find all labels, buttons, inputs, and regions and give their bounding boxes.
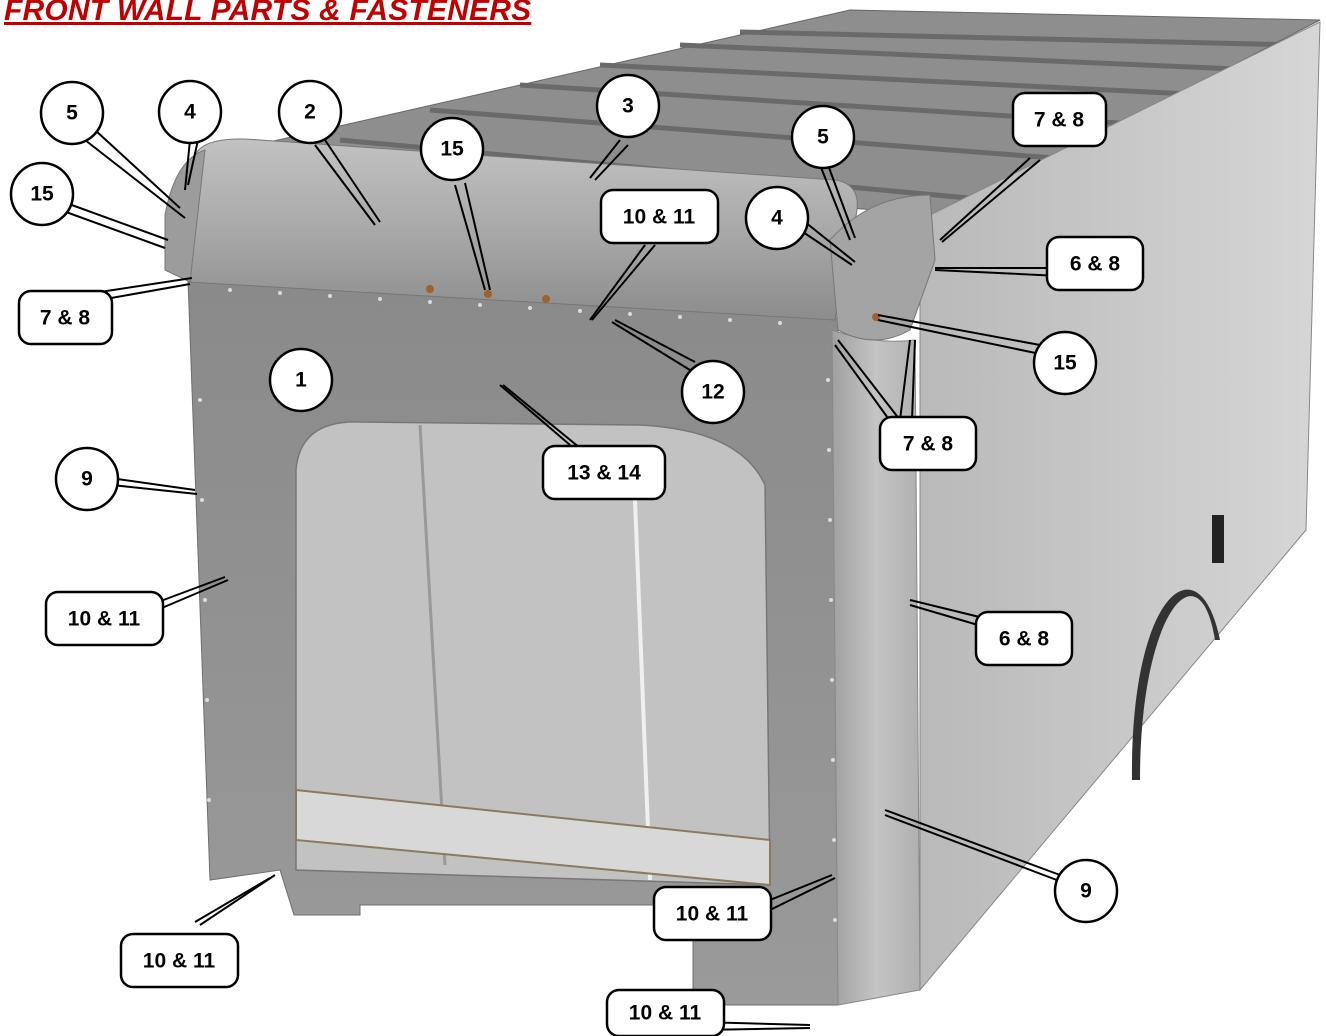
callout-2: 2 (304, 101, 316, 124)
wheel-well (1131, 589, 1220, 780)
rivets (198, 288, 837, 922)
floor-sill (295, 788, 771, 887)
side-marker (1212, 515, 1224, 563)
callout-6-8-top: 6 & 8 (1070, 253, 1121, 276)
callout-9-left: 9 (81, 468, 93, 491)
page-title: FRONT WALL PARTS & FASTENERS (4, 0, 532, 27)
callout-7-8-top-right: 7 & 8 (1034, 109, 1085, 132)
callout-circles (9, 73, 1119, 924)
callout-12: 12 (701, 381, 724, 404)
front-wall-opening (295, 421, 771, 886)
corner-post-right (831, 329, 921, 1006)
callout-5-left: 5 (66, 102, 78, 125)
callout-7-8-left: 7 & 8 (40, 307, 91, 330)
callout-9-right: 9 (1080, 880, 1092, 903)
callout-15-left: 15 (30, 183, 54, 206)
callout-4-left: 4 (184, 101, 196, 124)
callout-5-right: 5 (817, 126, 829, 149)
callout-10-11-mid: 10 & 11 (676, 903, 749, 926)
callout-10-11-bottom-left: 10 & 11 (143, 950, 216, 973)
callout-10-11-bottom: 10 & 11 (629, 1002, 702, 1025)
callout-3: 3 (622, 95, 634, 118)
callout-boxes (17, 91, 1145, 1036)
callout-10-11-top: 10 & 11 (623, 206, 696, 229)
callout-10-11-left: 10 & 11 (68, 608, 141, 631)
callout-6-8-side: 6 & 8 (999, 628, 1050, 651)
callout-15-center: 15 (440, 138, 464, 161)
callout-1: 1 (295, 369, 307, 392)
callout-4-right: 4 (771, 207, 783, 230)
callout-15-right: 15 (1053, 352, 1077, 375)
callout-7-8-right: 7 & 8 (903, 433, 954, 456)
side-wall-panel (919, 21, 1321, 992)
corner-cap-right (829, 194, 936, 341)
callout-13-14: 13 & 14 (567, 462, 641, 485)
corner-cap-left (164, 149, 206, 283)
